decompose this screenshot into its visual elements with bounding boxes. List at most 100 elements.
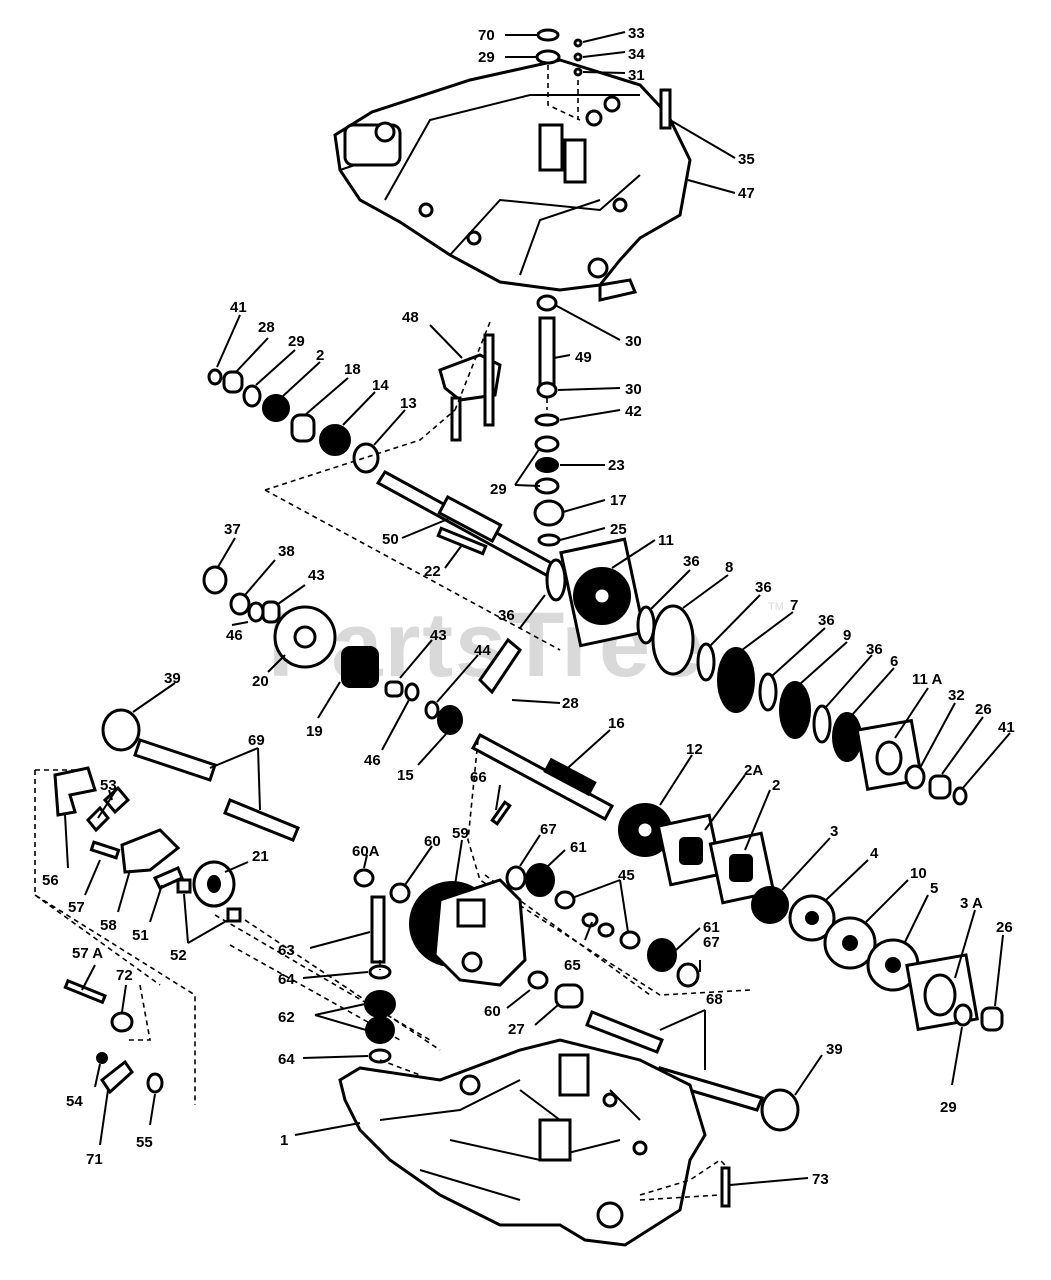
callout-31: 31 (628, 67, 645, 84)
gear-5-hub (885, 957, 901, 973)
gear-61-lower (647, 938, 677, 972)
callout-35: 35 (738, 151, 755, 168)
nut-54 (96, 1052, 108, 1064)
callout-43: 43 (308, 567, 325, 584)
callout-67: 67 (540, 821, 557, 838)
differential-59 (409, 878, 527, 987)
bracket-56 (53, 766, 97, 817)
gear-9 (779, 681, 811, 739)
callout-27: 27 (508, 1021, 525, 1038)
gear-4-hub (805, 911, 819, 925)
callout-46: 46 (364, 752, 381, 769)
callout-4: 4 (870, 845, 879, 862)
washer-36-d (812, 704, 832, 744)
callout-61: 61 (570, 839, 587, 856)
callout-28: 28 (562, 695, 579, 712)
gear-8-upper (651, 604, 695, 676)
sprocket-21-hub (207, 875, 221, 893)
callout-30: 30 (625, 333, 642, 350)
callout-16: 16 (608, 715, 625, 732)
bushing-43-lower (384, 680, 404, 698)
callout-34: 34 (628, 46, 645, 63)
washer-65-b (597, 922, 615, 938)
callout-58: 58 (100, 917, 117, 934)
gear-2-upper (262, 394, 290, 422)
callout-68: 68 (706, 991, 723, 1008)
washer-36-first (545, 558, 567, 602)
washer-45-b (619, 930, 641, 950)
watermark-tm: TM (768, 601, 784, 613)
callout-61: 61 (703, 919, 720, 936)
bushing-26-upper (928, 774, 952, 800)
washer-65-a (581, 912, 599, 928)
leader-lines (64, 31, 1011, 1186)
cap-30-bottom (536, 381, 558, 399)
callout-2: 2 (772, 777, 780, 794)
gear-2A (679, 837, 703, 865)
retaining-ring-41 (207, 368, 223, 386)
callout-69: 69 (248, 732, 265, 749)
callout-51: 51 (132, 927, 149, 944)
callout-71: 71 (86, 1151, 103, 1168)
bolt-73 (720, 1166, 731, 1208)
callout-62: 62 (278, 1009, 295, 1026)
callout-25: 25 (610, 521, 627, 538)
callout-1: 1 (280, 1132, 288, 1149)
retaining-ring-41-right (952, 786, 968, 806)
washer-36-b (696, 642, 716, 682)
shift-fork-48 (438, 333, 502, 442)
callout-17: 17 (610, 492, 627, 509)
callout-29: 29 (490, 481, 507, 498)
callout-57: 57 (68, 899, 85, 916)
bolt-57A (63, 978, 107, 1005)
callout-23: 23 (608, 457, 625, 474)
callout-65: 65 (564, 957, 581, 974)
callout-45: 45 (618, 867, 635, 884)
arm-58 (120, 828, 181, 874)
callout-9: 9 (843, 627, 851, 644)
callout-42: 42 (625, 403, 642, 420)
callout-labels: 70 29 33 34 31 35 47 41 28 29 2 18 14 13… (42, 25, 1015, 1188)
washer-29-top (535, 49, 561, 65)
callout-18: 18 (344, 361, 361, 378)
callout-3: 3 (830, 823, 838, 840)
callout-2A: 2A (744, 762, 763, 779)
bushing-60A (353, 868, 375, 888)
callout-11A: 11 A (912, 671, 942, 688)
spring-washer-23 (535, 457, 559, 473)
callout-32: 32 (948, 687, 965, 704)
callout-26: 26 (975, 701, 992, 718)
callout-10: 10 (910, 865, 927, 882)
callout-56: 56 (42, 872, 59, 889)
pin-31 (573, 67, 583, 77)
callout-12: 12 (686, 741, 703, 758)
gear-20-hub (293, 625, 317, 649)
callout-38: 38 (278, 543, 295, 560)
callout-47: 47 (738, 185, 755, 202)
callout-66: 66 (470, 769, 487, 786)
callout-15: 15 (397, 767, 414, 784)
washer-29-left (242, 384, 262, 408)
washer-46-upper (247, 601, 265, 623)
gear-12-hub (635, 820, 655, 840)
callout-48: 48 (402, 309, 419, 326)
sprocket-15 (437, 705, 463, 735)
gear-17 (533, 499, 565, 527)
callout-44: 44 (474, 642, 491, 659)
callout-2: 2 (316, 347, 324, 364)
callout-52: 52 (170, 947, 187, 964)
callout-41: 41 (998, 719, 1015, 736)
bearing-39-right (760, 1088, 800, 1132)
gear-11A (875, 740, 903, 776)
callout-59: 59 (452, 825, 469, 842)
callout-36: 36 (755, 579, 772, 596)
axle-68-upper (585, 1010, 664, 1054)
callout-26: 26 (996, 919, 1013, 936)
gear-10-hub (842, 935, 858, 951)
gear-3A (923, 973, 957, 1017)
link-71 (99, 1059, 134, 1095)
chain-28 (478, 637, 522, 695)
callout-14: 14 (372, 377, 389, 394)
washer-67-upper (505, 865, 527, 891)
